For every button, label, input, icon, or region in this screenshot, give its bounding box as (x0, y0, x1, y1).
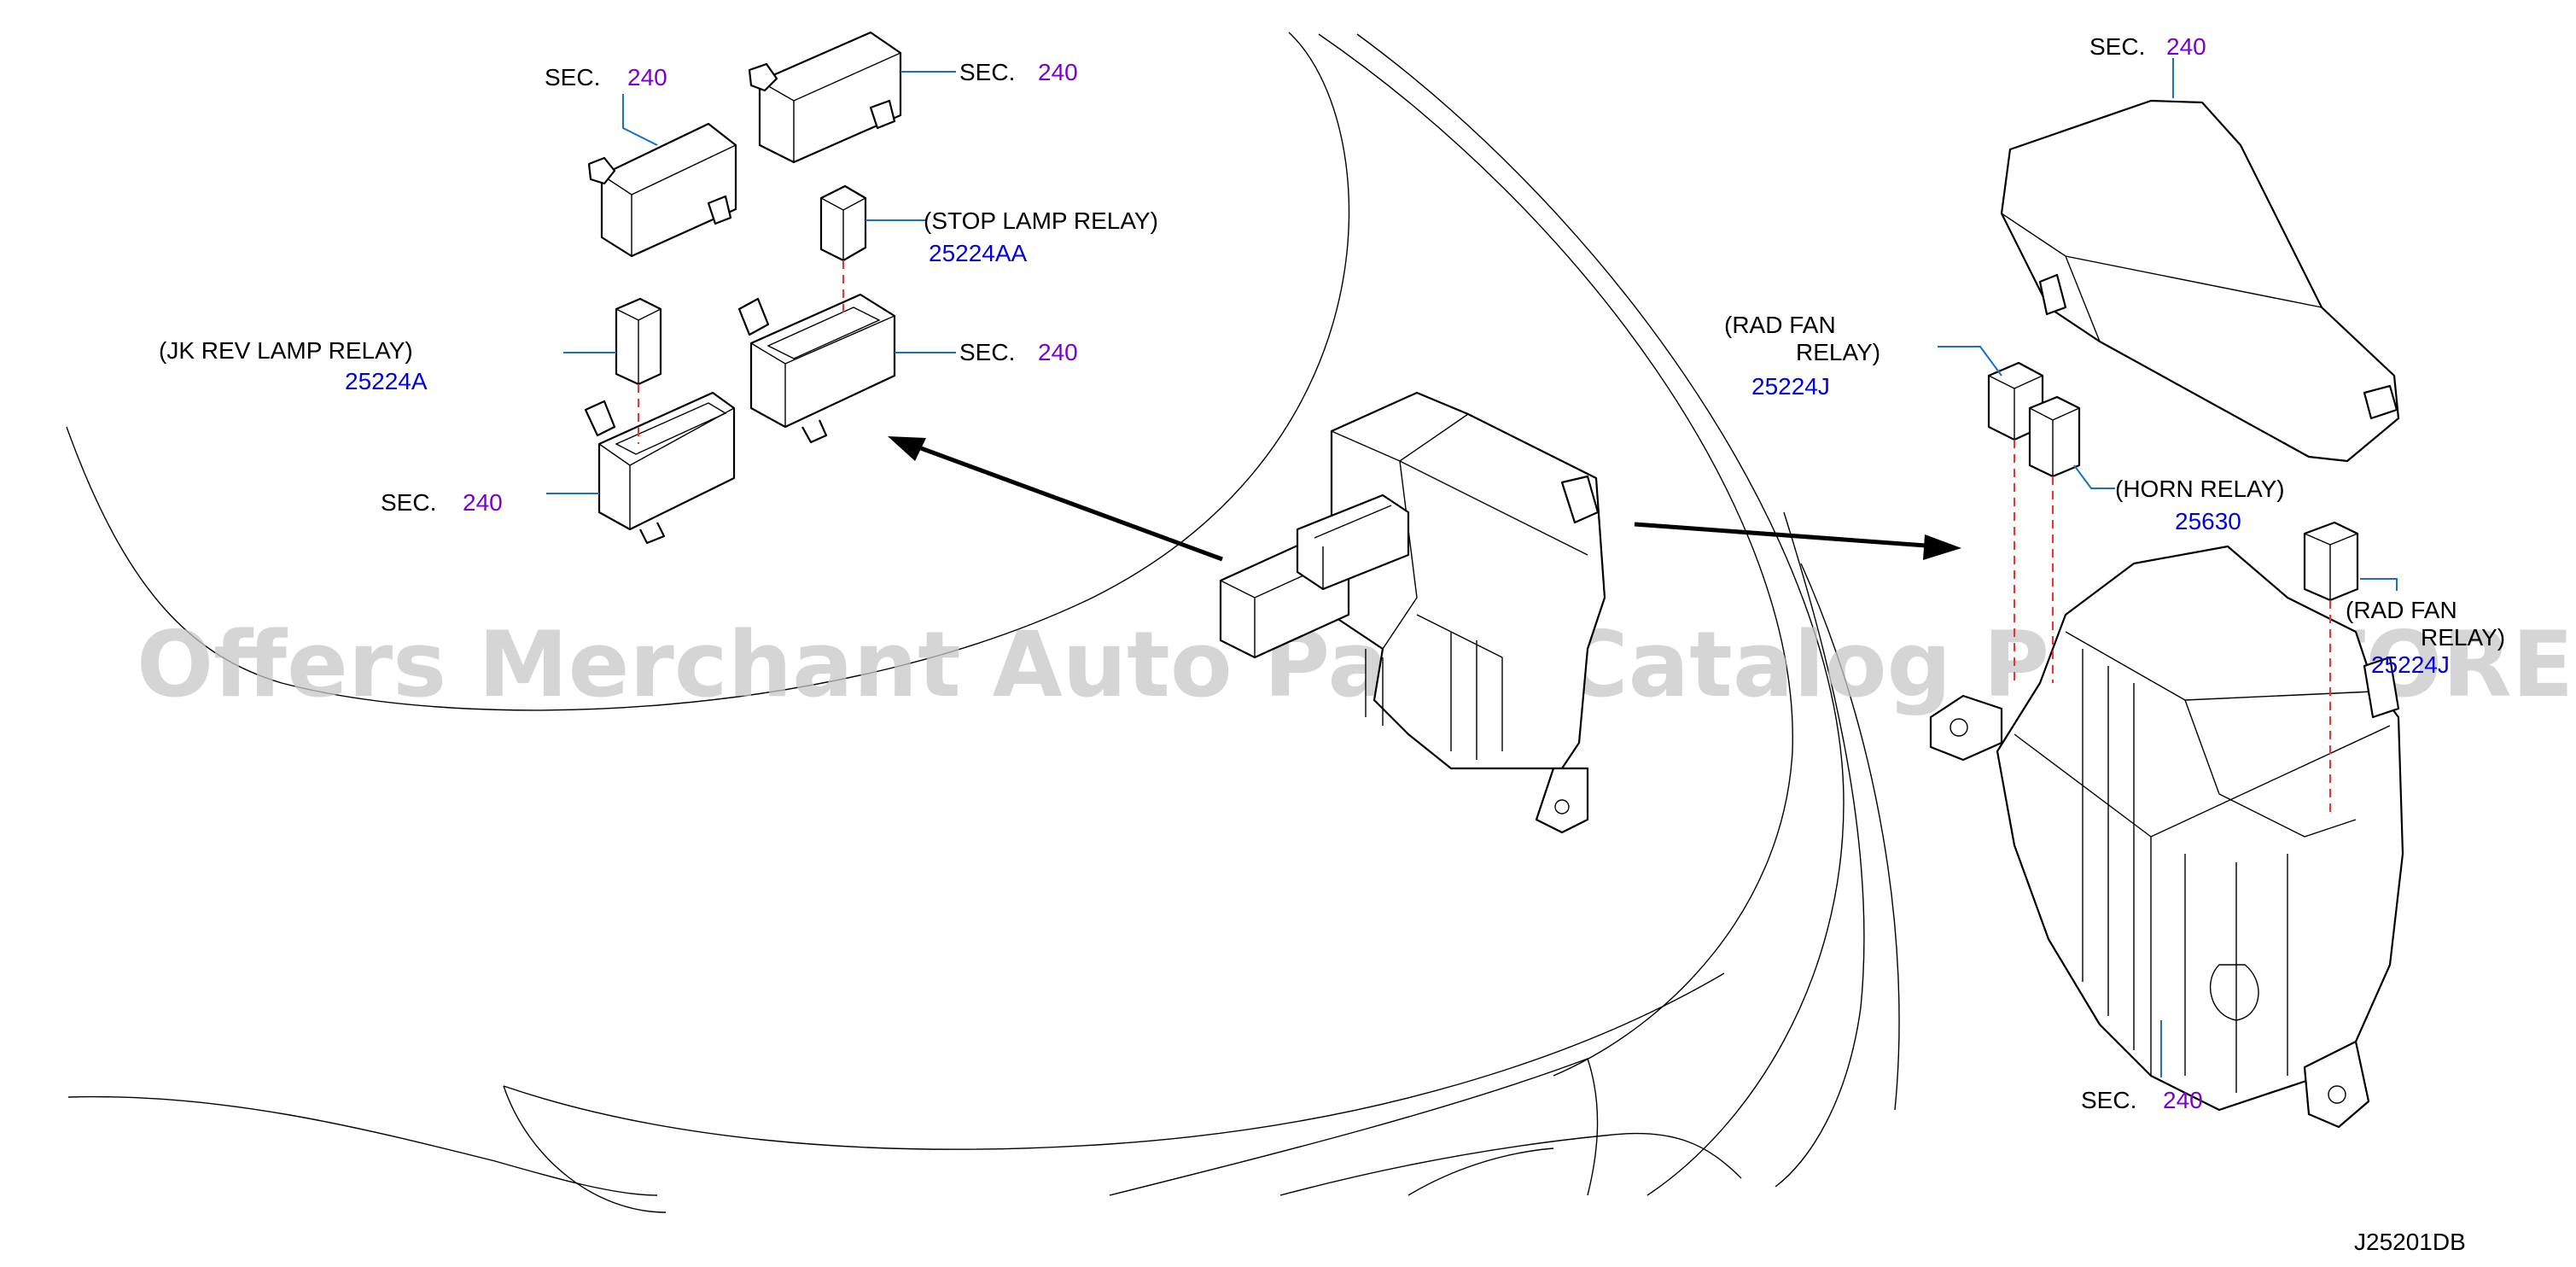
label-rad-fan-relay-right: (RAD FAN RELAY) 25224J (2346, 597, 2505, 678)
jk-rev-lamp-relay (615, 297, 662, 386)
left-upper-cover-b (748, 31, 902, 164)
horn-relay (2028, 395, 2081, 478)
rad-fan-relay-right (2303, 521, 2359, 602)
label-sec-cover-b: SEC. 240 (959, 59, 1078, 85)
part-number: 25224AA (929, 240, 1028, 266)
right-top-cover (2000, 99, 2400, 463)
stop-lamp-relay (819, 184, 867, 262)
sec-prefix: SEC. (959, 59, 1015, 85)
label-horn-relay: (HORN RELAY) 25630 (2115, 476, 2285, 534)
sec-number: 240 (463, 489, 503, 516)
left-socket-right (737, 293, 896, 444)
sec-prefix: SEC. (959, 339, 1015, 365)
relay-name-line1: (RAD FAN (2346, 597, 2457, 623)
label-rad-fan-relay-left: (RAD FAN RELAY) 25224J (1724, 312, 1880, 400)
relay-name-line2: RELAY) (2421, 624, 2505, 651)
sec-number: 240 (627, 64, 667, 90)
part-number: 25224J (1751, 373, 1830, 400)
label-sec-fuse-block: SEC. 240 (2081, 1087, 2203, 1113)
center-fuse-box (1219, 391, 1606, 834)
arrow-to-right-cluster (1634, 522, 1961, 560)
label-sec-top-cover: SEC. 240 (2089, 33, 2206, 60)
relay-name: (HORN RELAY) (2115, 476, 2285, 502)
sec-prefix: SEC. (545, 64, 600, 90)
label-sec-cover-a: SEC. 240 (545, 64, 667, 90)
relay-name: (STOP LAMP RELAY) (924, 207, 1158, 234)
part-number: 25630 (2175, 508, 2241, 534)
leader-horn (2073, 464, 2115, 489)
label-sec-socket-right: SEC. 240 (959, 339, 1078, 365)
part-number: 25224J (2371, 651, 2450, 678)
label-sec-socket-left: SEC. 240 (381, 489, 503, 516)
leader-sec-cover-a (622, 94, 658, 146)
sec-prefix: SEC. (381, 489, 436, 516)
sec-number: 240 (1038, 339, 1078, 365)
vehicle-body-contours (66, 32, 1900, 1213)
left-upper-cover-a (587, 122, 737, 258)
sec-number: 240 (1038, 59, 1078, 85)
relay-name-line2: RELAY) (1796, 339, 1880, 365)
leader-rad-fan-left (1938, 346, 2002, 377)
label-jk-rev-lamp-relay: (JK REV LAMP RELAY) 25224A (159, 337, 428, 394)
sec-number: 240 (2166, 33, 2206, 60)
arrow-to-left-cluster (888, 436, 1223, 562)
diagram-code: J25201DB (2354, 1229, 2466, 1255)
leader-rad-fan-right (2360, 578, 2398, 591)
relay-name-line1: (RAD FAN (1724, 312, 1836, 338)
left-socket-left (584, 391, 736, 545)
label-stop-lamp-relay: (STOP LAMP RELAY) 25224AA (924, 207, 1158, 266)
sec-prefix: SEC. (2081, 1087, 2136, 1113)
sec-number: 240 (2163, 1087, 2203, 1113)
part-number: 25224A (345, 368, 428, 394)
right-fuse-block (1929, 545, 2404, 1129)
relay-name: (JK REV LAMP RELAY) (159, 337, 413, 364)
sec-prefix: SEC. (2089, 33, 2145, 60)
